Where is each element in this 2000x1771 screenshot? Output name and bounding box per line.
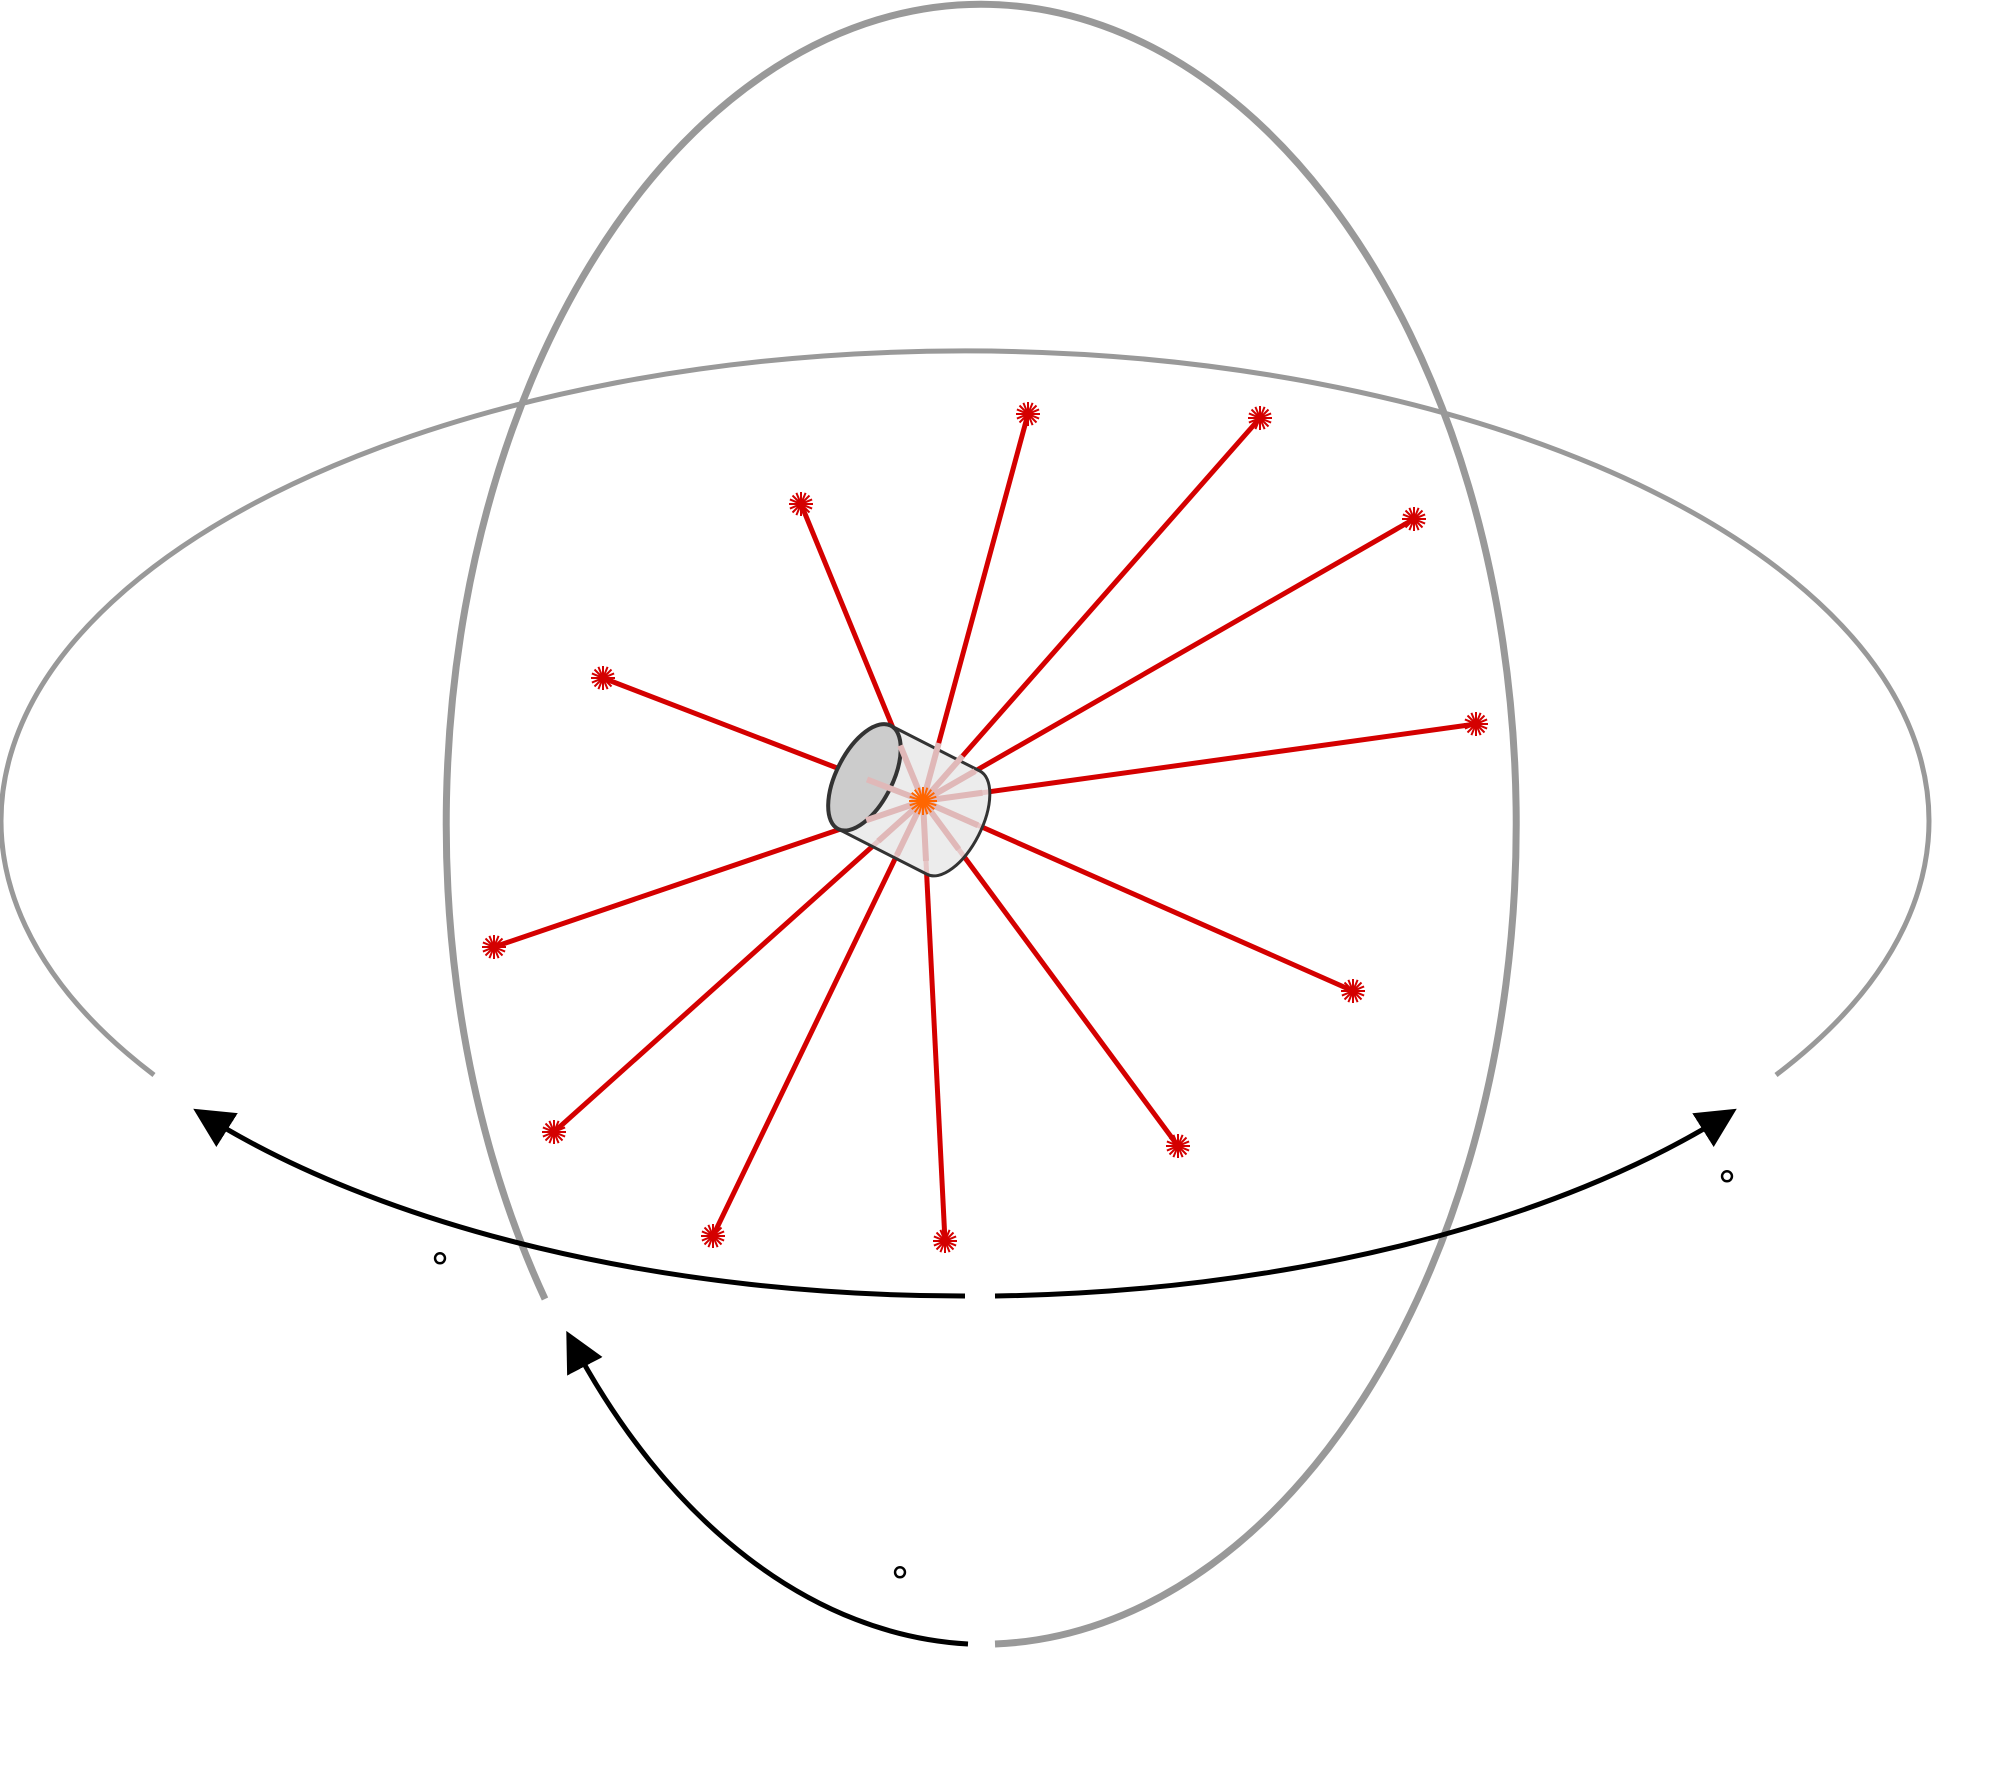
ray-10 [552, 799, 925, 1134]
ray-6 [921, 798, 1355, 994]
ray-end-burst-icon [542, 1120, 566, 1144]
ray-inner-4 [921, 768, 977, 804]
ray-inner-9 [894, 799, 926, 857]
source-core [917, 795, 929, 807]
ray-2 [920, 413, 1031, 802]
ray-end-burst-icon [1016, 402, 1040, 426]
ray-group [482, 402, 1488, 1253]
ray-3 [921, 416, 1262, 803]
ray-end-burst-icon [1248, 406, 1272, 430]
angle-label-bottom: ° [890, 1560, 910, 1606]
source-burst-icon [909, 787, 937, 815]
ray-9 [710, 799, 926, 1238]
rotation-arrow-left[interactable] [193, 1108, 966, 1299]
ray-end-burst-icon [789, 492, 813, 516]
angle-label-right: ° [1717, 1164, 1737, 1210]
ray-7 [920, 799, 1181, 1148]
rotation-arrow-bottom[interactable] [566, 1330, 969, 1647]
ray-end-burst-icon [1402, 507, 1426, 531]
ray-5 [922, 721, 1477, 804]
horizontal-orbit [0, 348, 1932, 1077]
angle-label-left: ° [430, 1246, 450, 1292]
ray-end-burst-icon [1166, 1134, 1190, 1158]
ray-end-burst-icon [933, 1229, 957, 1253]
rotation-arrow-right[interactable] [994, 1108, 1737, 1299]
ray-end-burst-icon [482, 935, 506, 959]
ray-end-burst-icon [701, 1224, 725, 1248]
ray-end-burst-icon [591, 666, 615, 690]
ray-end-burst-icon [1464, 712, 1488, 736]
ray-inner-6 [921, 798, 980, 828]
ray-inner-10 [876, 798, 926, 844]
ray-4 [921, 516, 1416, 804]
ray-end-burst-icon [1341, 979, 1365, 1003]
ray-inner-5 [922, 789, 983, 804]
vertical-orbit [442, 0, 1520, 1648]
